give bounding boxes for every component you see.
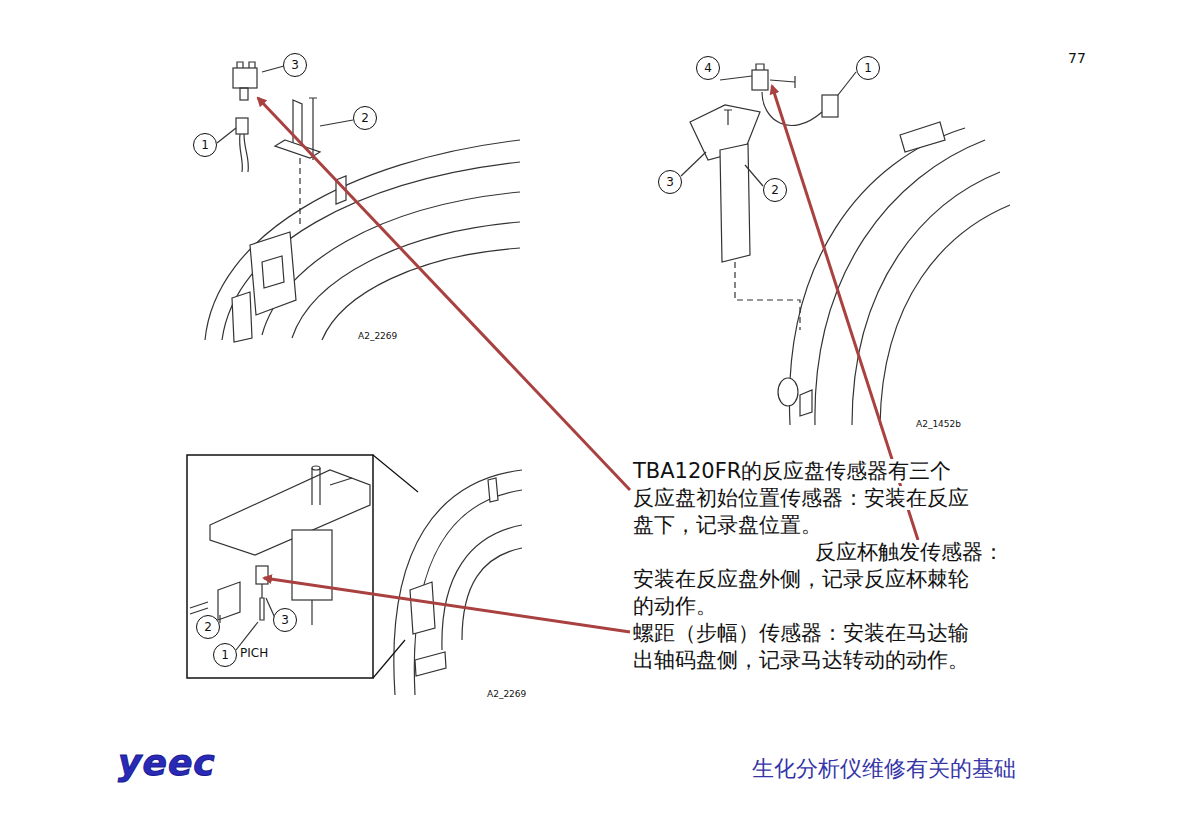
callout-circle: 1 <box>213 643 237 667</box>
callout-number: 2 <box>361 112 369 124</box>
sensor-description: 反应盘初始位置传感器：安装在反应 盘下，记录盘位置。 <box>633 486 969 537</box>
illustration-part <box>233 68 257 88</box>
illustration-part <box>258 98 630 490</box>
sensor-description: 反应杯触发传感器： 安装在反应盘外侧，记录反应杯棘轮 的动作。 <box>633 540 1004 618</box>
illustration-part <box>232 292 252 342</box>
illustration-part <box>838 72 856 95</box>
illustration-part <box>292 530 332 600</box>
callout-number: 3 <box>281 614 289 626</box>
paragraph: 反应杯触发传感器： 安装在反应盘外侧，记录反应杯棘轮 的动作。 <box>633 539 1025 620</box>
illustration-part <box>442 525 522 650</box>
callout-circle: 2 <box>196 615 220 639</box>
illustration-part <box>762 92 822 125</box>
illustration-part <box>724 110 732 125</box>
illustration-part <box>237 62 255 68</box>
illustration-part <box>789 128 965 425</box>
illustration-part <box>250 232 296 315</box>
illustration-part <box>822 95 838 117</box>
callout-circle: 3 <box>283 53 307 77</box>
sensor-description: 螺距（步幅）传感器：安装在马达输 出轴码盘侧，记录马达转动的动作。 <box>633 621 969 672</box>
illustration-part <box>309 98 317 160</box>
paragraph: 螺距（步幅）传感器：安装在马达输 出轴码盘侧，记录马达转动的动作。 <box>633 620 1025 674</box>
callout-circle: 2 <box>763 178 787 202</box>
illustration-part <box>394 470 522 695</box>
illustration-part <box>852 172 1000 425</box>
illustration-part <box>256 566 268 584</box>
callout-circle: 1 <box>193 133 217 157</box>
illustration-part <box>745 165 763 186</box>
illustration-part <box>720 76 752 80</box>
illustration-part <box>488 478 498 502</box>
callout-circle: 1 <box>856 56 880 80</box>
callout-number: 1 <box>201 139 209 151</box>
illustration-part <box>264 578 630 632</box>
callout-number: 1 <box>221 649 229 661</box>
callout-circle: 4 <box>696 56 720 80</box>
page-number: 77 <box>1068 50 1086 66</box>
illustration-part <box>756 64 764 70</box>
callout-number: 2 <box>204 621 212 633</box>
illustration-part <box>720 144 750 262</box>
callout-number: 2 <box>771 184 779 196</box>
bottom-left-figure <box>187 455 522 695</box>
illustration-part <box>299 158 300 225</box>
illustration-part <box>735 262 800 330</box>
illustration-part <box>210 470 370 555</box>
illustration-part <box>778 378 798 406</box>
illustration-part <box>217 128 236 143</box>
illustration-part <box>262 66 284 72</box>
illustration-part <box>311 600 312 625</box>
paragraph: 反应盘初始位置传感器：安装在反应 盘下，记录盘位置。 <box>633 485 1025 539</box>
callout-number: 3 <box>666 176 674 188</box>
figure-code: A2_2269 <box>358 331 397 341</box>
illustration-part <box>236 118 248 134</box>
callout-number: 3 <box>291 59 299 71</box>
illustration-part <box>415 652 446 676</box>
illustration-part <box>240 88 248 100</box>
illustration-part <box>292 222 520 338</box>
illustration-part <box>312 468 320 505</box>
illustration-part <box>219 615 220 623</box>
illustration-part <box>218 582 240 620</box>
illustration-part <box>462 548 522 640</box>
illustration-part <box>410 582 435 634</box>
illustration-part <box>800 390 812 416</box>
paragraph: TBA120FR的反应盘传感器有三个 <box>633 458 1025 485</box>
illustration-part <box>880 205 1010 425</box>
illustration-part <box>190 602 208 614</box>
callout-number: 4 <box>704 62 712 74</box>
callout-circle: 2 <box>353 106 377 130</box>
illustration-part <box>205 140 520 340</box>
illustration-part <box>312 466 320 470</box>
logo: yeec <box>118 742 216 783</box>
illustration-part <box>330 478 352 485</box>
illustration-part <box>262 192 520 335</box>
figure-code: A2_1452b <box>916 419 961 429</box>
illustration-part <box>770 76 795 88</box>
signal-name: PICH <box>240 646 268 660</box>
figure-code: A2_2269 <box>487 689 526 699</box>
illustration-part <box>900 122 945 152</box>
illustration-part <box>752 70 768 90</box>
illustration-part <box>222 162 520 340</box>
illustration-part <box>187 455 373 678</box>
top-right-figure <box>681 64 1010 425</box>
illustration-part <box>240 134 249 172</box>
callout-number: 1 <box>864 62 872 74</box>
illustration-part <box>262 256 284 288</box>
illustration-part <box>322 248 520 340</box>
illustration-part <box>320 120 353 126</box>
illustration-part <box>373 455 418 678</box>
illustration-part <box>681 152 706 176</box>
callout-circle: 3 <box>273 608 297 632</box>
sensor-description: TBA120FR的反应盘传感器有三个 <box>633 459 951 483</box>
footer-text: 生化分析仪维修有关的基础 <box>752 754 1016 784</box>
top-left-figure <box>205 62 520 342</box>
illustration-part <box>260 584 264 620</box>
illustration-part <box>236 622 258 650</box>
callout-circle: 3 <box>658 170 682 194</box>
description-block: TBA120FR的反应盘传感器有三个反应盘初始位置传感器：安装在反应 盘下，记录… <box>633 458 1025 674</box>
illustration-part <box>815 140 985 425</box>
